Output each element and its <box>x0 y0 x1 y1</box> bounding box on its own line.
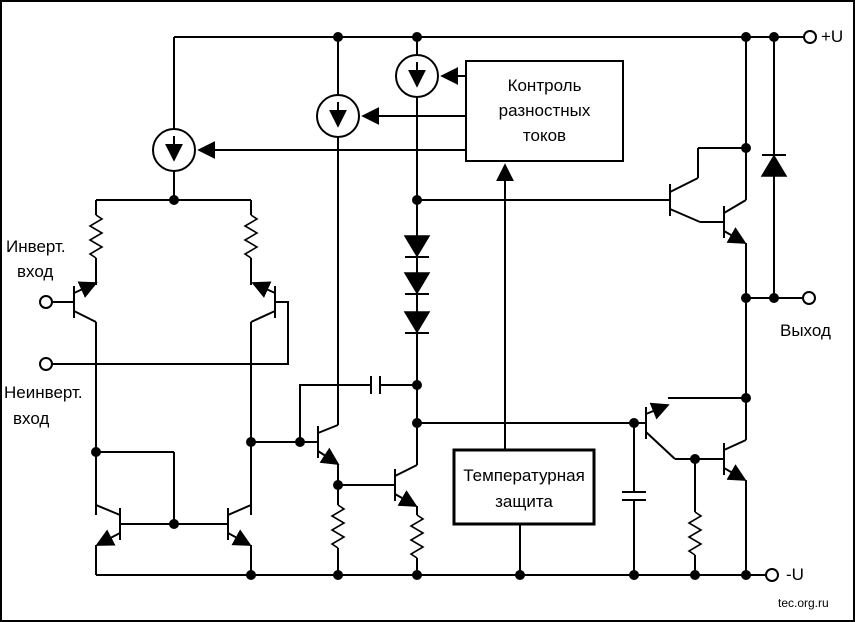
inverting-input-label-line1: Инверт. <box>6 237 66 256</box>
noninverting-input-label-line2: вход <box>13 409 50 428</box>
current-control-block <box>197 60 624 162</box>
control-block-line1: Контроль <box>507 76 582 95</box>
thermal-block-line1: Температурная <box>463 466 585 485</box>
output-stage-lower <box>417 397 747 575</box>
control-block-line2: разностных <box>498 101 591 120</box>
current-source-2 <box>316 37 360 425</box>
output-label: Выход <box>780 321 831 340</box>
current-source-1 <box>152 128 196 200</box>
input-stage <box>52 199 289 515</box>
watermark: tec.org.ru <box>778 596 829 610</box>
thermal-block-line2: защита <box>495 492 553 511</box>
thermal-protection-block <box>452 163 596 575</box>
positive-rail <box>173 36 808 133</box>
voltage-amplifier-stage <box>299 376 425 575</box>
junction-dots <box>91 32 779 580</box>
minus-u-label: -U <box>786 565 804 584</box>
control-block-line3: токов <box>522 126 567 145</box>
plus-u-label: +U <box>821 27 844 46</box>
inverting-input-label-line2: вход <box>17 262 54 281</box>
terminals <box>39 30 817 582</box>
noninverting-input-label-line1: Неинверт. <box>4 383 83 402</box>
current-mirror <box>95 441 300 575</box>
output-stage-upper <box>417 37 802 398</box>
